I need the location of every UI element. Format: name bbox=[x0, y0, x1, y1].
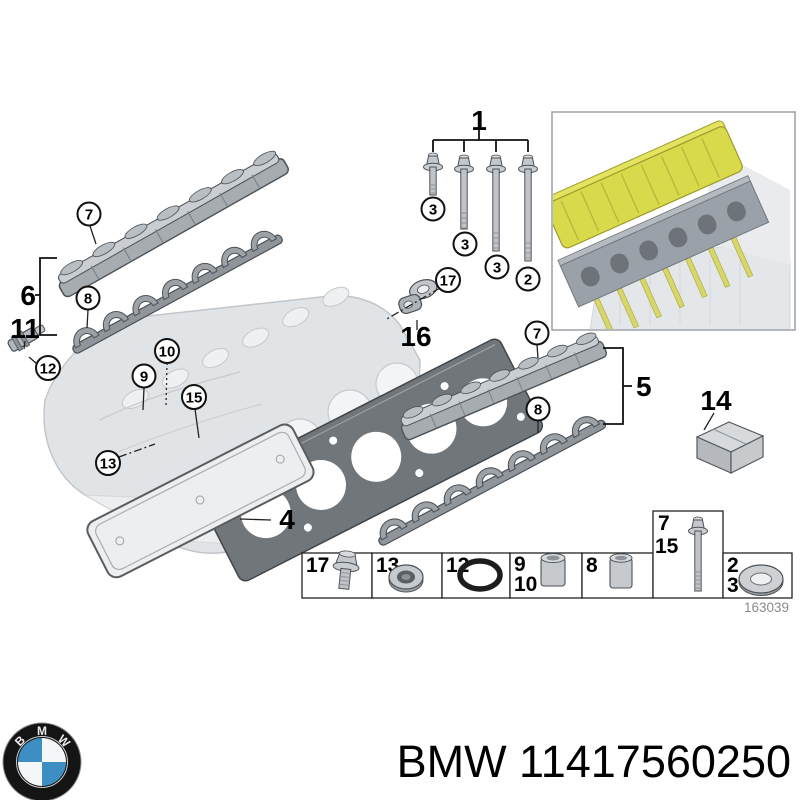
bolt-long bbox=[486, 154, 506, 252]
drawing-number: 163039 bbox=[744, 600, 789, 615]
legend-label-17: 17 bbox=[306, 554, 329, 577]
gasket-set-box bbox=[695, 421, 765, 474]
callout-7-left: 7 bbox=[76, 201, 102, 227]
svg-text:15: 15 bbox=[186, 389, 203, 406]
check-valve-part bbox=[7, 324, 46, 352]
part-number-title: BMW 11417560250 bbox=[397, 736, 791, 787]
callout-8-right: 8 bbox=[525, 396, 551, 422]
bracket-part bbox=[398, 279, 438, 315]
callout-17: 17 bbox=[435, 267, 461, 293]
flange-bolt-icon bbox=[332, 550, 360, 590]
callout-13: 13 bbox=[95, 450, 121, 476]
callout-2: 2 bbox=[515, 266, 541, 292]
legend-label-3: 3 bbox=[727, 574, 739, 597]
bolt-longest bbox=[518, 154, 538, 262]
dowel-sleeve-icon-8 bbox=[609, 553, 633, 589]
svg-text:7: 7 bbox=[85, 206, 93, 223]
legend-label-8: 8 bbox=[586, 554, 598, 577]
head-bolt-set bbox=[423, 130, 538, 262]
valve-cover-highlighted bbox=[553, 120, 743, 249]
svg-text:13: 13 bbox=[100, 455, 117, 472]
legend-strip: 17 13 12 9 10 8 7 15 2 3 bbox=[301, 510, 793, 599]
engine-inset bbox=[551, 111, 796, 331]
bmw-logo-letter-m: M bbox=[37, 724, 47, 738]
label-5: 5 bbox=[636, 371, 652, 402]
label-1: 1 bbox=[471, 105, 487, 136]
screw-plug-icon bbox=[388, 564, 424, 593]
svg-text:8: 8 bbox=[534, 401, 542, 418]
svg-text:8: 8 bbox=[84, 290, 92, 307]
bolt-short bbox=[423, 152, 443, 196]
svg-text:12: 12 bbox=[40, 360, 57, 377]
callout-10: 10 bbox=[154, 338, 180, 364]
callout-15: 15 bbox=[181, 384, 207, 410]
svg-text:3: 3 bbox=[429, 201, 437, 218]
bmw-roundel-logo: B M W bbox=[2, 722, 82, 800]
legend-label-10: 10 bbox=[514, 573, 537, 596]
legend-label-15: 15 bbox=[655, 535, 679, 558]
callout-3-long: 3 bbox=[484, 254, 510, 280]
svg-text:7: 7 bbox=[533, 325, 541, 342]
svg-text:3: 3 bbox=[493, 259, 501, 276]
callout-3-short: 3 bbox=[420, 196, 446, 222]
legend-label-7: 7 bbox=[658, 512, 670, 535]
svg-text:10: 10 bbox=[159, 343, 176, 360]
dowel-sleeve-icon-910 bbox=[540, 553, 566, 587]
head-gasket-lower bbox=[86, 423, 315, 579]
callout-12: 12 bbox=[35, 355, 61, 381]
label-16: 16 bbox=[400, 321, 431, 352]
svg-text:9: 9 bbox=[140, 368, 148, 385]
callout-9: 9 bbox=[131, 363, 157, 389]
legend-label-9: 9 bbox=[514, 553, 526, 576]
label-14: 14 bbox=[700, 385, 732, 416]
label-6: 6 bbox=[20, 280, 36, 311]
leader-lines bbox=[23, 225, 715, 521]
svg-text:2: 2 bbox=[524, 271, 532, 288]
washer-icon bbox=[738, 564, 784, 596]
svg-text:3: 3 bbox=[461, 236, 469, 253]
callout-3-medium: 3 bbox=[452, 231, 478, 257]
long-bolt-icon bbox=[688, 516, 708, 592]
label-11: 11 bbox=[10, 313, 40, 344]
bolt-medium bbox=[454, 154, 474, 230]
label-4: 4 bbox=[279, 504, 295, 535]
legend-label-2: 2 bbox=[727, 554, 739, 577]
svg-text:17: 17 bbox=[440, 272, 457, 289]
cylinder-head-inset bbox=[557, 175, 770, 329]
callout-7-right: 7 bbox=[524, 320, 550, 346]
o-ring-icon bbox=[457, 558, 503, 592]
callout-8-left: 8 bbox=[75, 285, 101, 311]
